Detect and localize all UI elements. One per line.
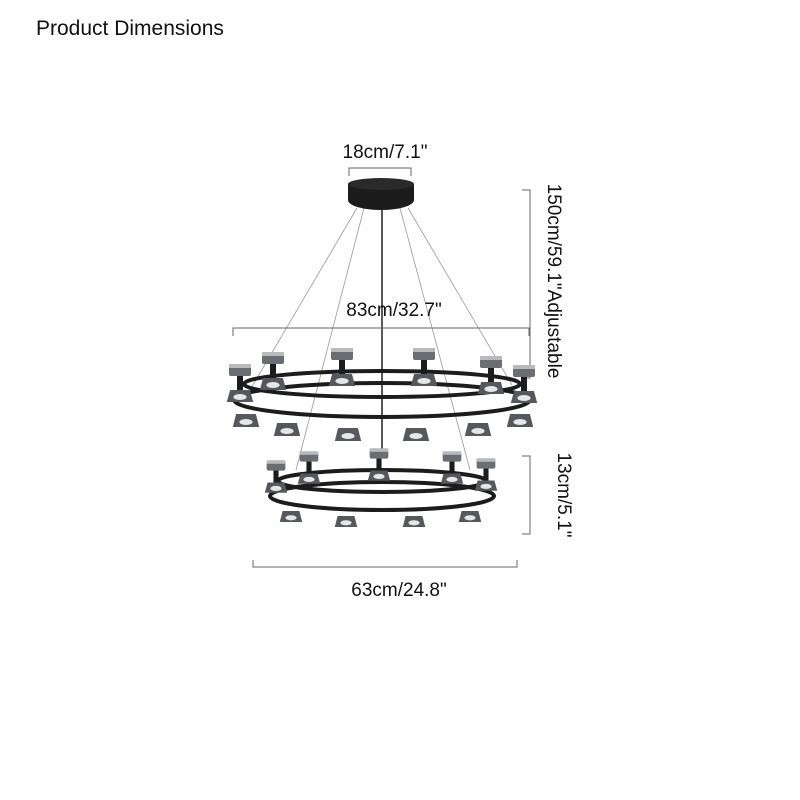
lamp-head [264, 460, 288, 493]
lamp-head [297, 451, 321, 484]
lamp-head [477, 356, 505, 394]
lamp-head [458, 511, 482, 523]
lamp-head [410, 348, 438, 386]
lamp-head [334, 428, 362, 441]
upper-ring-width-bracket [232, 327, 530, 336]
lamp-head [273, 423, 301, 436]
overall-height-label: 150cm/59.1"Adjustable [543, 184, 564, 379]
lamp-head [328, 348, 356, 386]
canopy-width-label: 18cm/7.1" [343, 142, 428, 163]
lamp-head [232, 414, 260, 427]
lower-ring-height-bracket [522, 455, 531, 535]
lamp-head [402, 516, 426, 528]
lamp-head [279, 511, 303, 523]
upper-ring-width-label: 83cm/32.7" [346, 300, 441, 321]
lamp-head [259, 352, 287, 390]
lower-ring-width-label: 63cm/24.8" [351, 580, 446, 601]
lamp-head [334, 516, 358, 528]
lower-ring-height-label: 13cm/5.1" [553, 453, 574, 538]
lamp-head [474, 458, 498, 491]
lamp-head [367, 448, 391, 481]
ceiling-canopy [348, 178, 414, 210]
canopy-width-bracket [348, 167, 412, 176]
page-title: Product Dimensions [36, 17, 224, 40]
lower-ring-width-bracket [252, 560, 518, 568]
overall-height-bracket [522, 189, 531, 379]
lamp-head [510, 365, 538, 403]
lamp-head [440, 451, 464, 484]
lamp-head [506, 414, 534, 427]
lamp-head [402, 428, 430, 441]
lamp-head [464, 423, 492, 436]
lamp-head [226, 364, 254, 402]
